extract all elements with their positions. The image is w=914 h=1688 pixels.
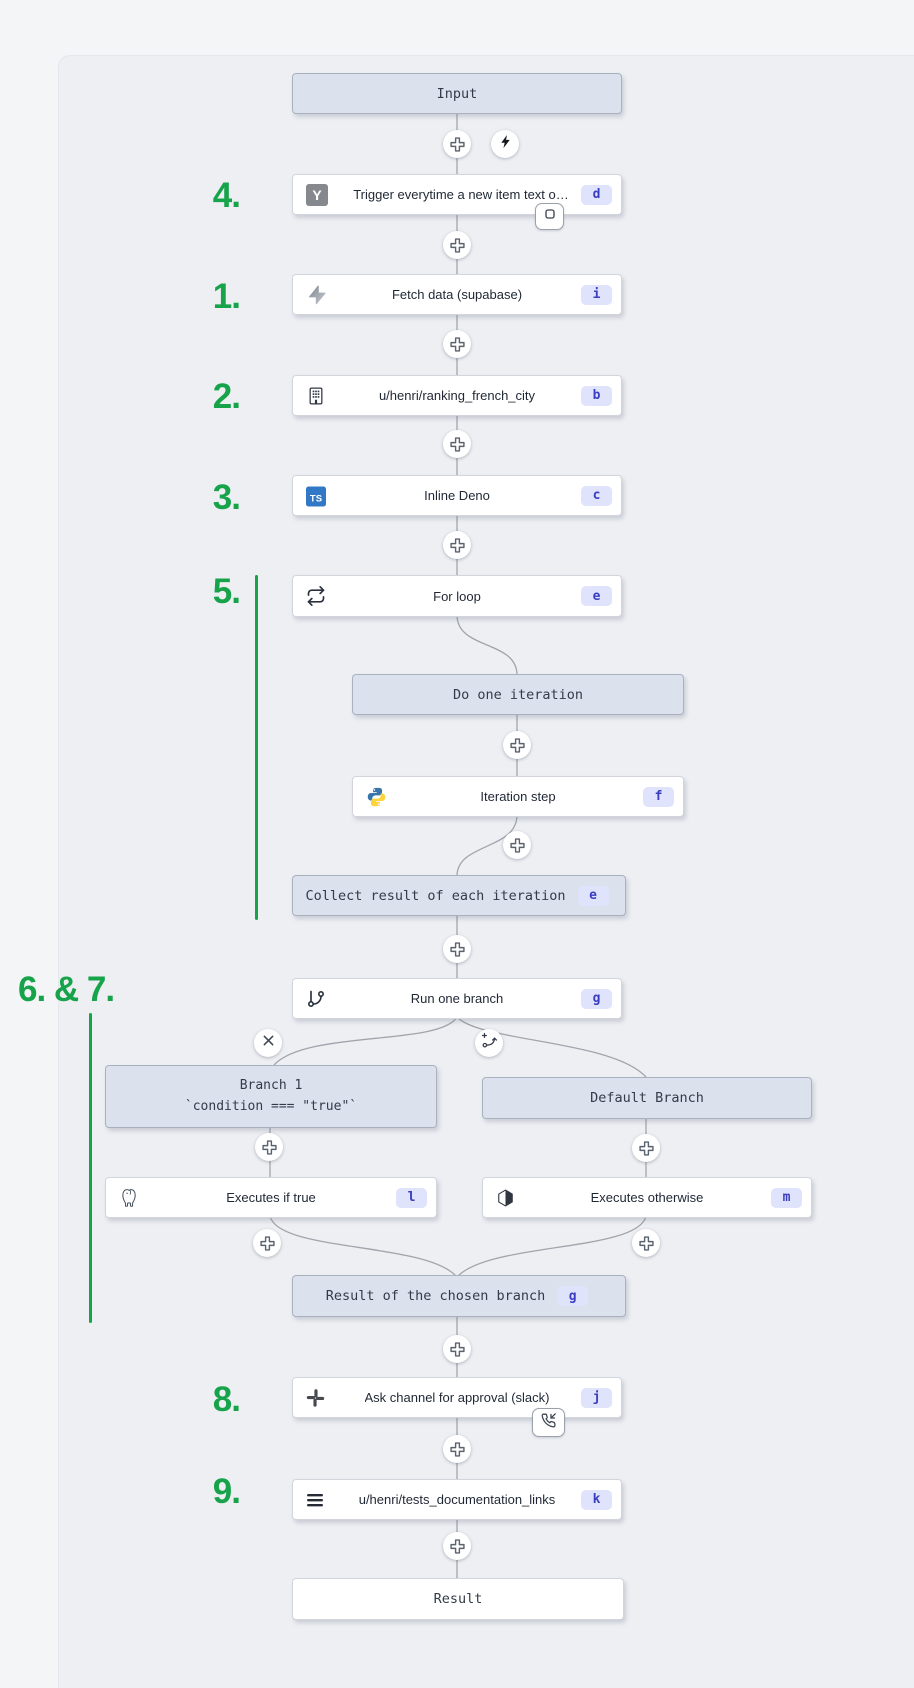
result-node-label: Result	[433, 1591, 483, 1607]
step-id-badge: f	[643, 786, 674, 807]
tests-docs-label: u/henri/tests_documentation_links	[358, 1492, 556, 1507]
ask-approval-step-node[interactable]: Ask channel for approval (slack) j	[292, 1377, 622, 1418]
add-step-button[interactable]	[443, 130, 471, 158]
square-stop-icon	[542, 206, 558, 227]
add-step-button[interactable]	[632, 1229, 660, 1257]
bolt-icon	[498, 134, 513, 154]
supabase-icon	[306, 284, 327, 305]
add-step-button[interactable]	[443, 1532, 471, 1560]
inline-deno-step-node[interactable]: TS Inline Deno c	[292, 475, 622, 516]
add-step-button[interactable]	[443, 935, 471, 963]
branch-1-node[interactable]: Branch 1 `condition === "true"`	[105, 1065, 437, 1128]
ranking-script-step-label: u/henri/ranking_french_city	[378, 388, 536, 403]
add-step-button[interactable]	[443, 1335, 471, 1363]
run-one-branch-label: Run one branch	[410, 991, 504, 1006]
step-number-9: 9.	[212, 1472, 241, 1511]
branch-add-icon	[481, 1032, 498, 1054]
fetch-data-step-label: Fetch data (supabase)	[391, 287, 523, 302]
add-step-button[interactable]	[253, 1229, 281, 1257]
trigger-bolt-button[interactable]	[491, 130, 519, 158]
cube-icon	[496, 1188, 515, 1207]
typescript-icon: TS	[306, 485, 327, 506]
list-icon	[306, 1492, 325, 1508]
building-icon	[306, 386, 326, 406]
step-id-badge: e	[577, 885, 609, 906]
default-branch-label: Default Branch	[590, 1090, 704, 1106]
add-step-button[interactable]	[255, 1133, 283, 1161]
collect-result-label: Collect result of each iteration	[305, 887, 566, 904]
hackernews-y-icon: Y	[306, 183, 328, 206]
python-icon	[366, 786, 387, 807]
add-step-button[interactable]	[443, 430, 471, 458]
step-id-badge: l	[396, 1187, 427, 1208]
step-number-2: 2.	[212, 377, 241, 416]
step-number-8: 8.	[212, 1380, 241, 1419]
collect-result-node[interactable]: Collect result of each iteration e	[292, 875, 626, 916]
step-id-badge: j	[581, 1387, 612, 1408]
section-5-line	[255, 575, 258, 920]
step-number-1: 1.	[212, 277, 241, 316]
fetch-data-step-node[interactable]: Fetch data (supabase) i	[292, 274, 622, 315]
result-of-chosen-branch-label: Result of the chosen branch	[325, 1288, 546, 1304]
for-loop-step-node[interactable]: For loop e	[292, 575, 622, 617]
branch-1-condition: `condition === "true"`	[184, 1098, 358, 1114]
input-node-label: Input	[436, 85, 478, 102]
inline-deno-step-label: Inline Deno	[424, 488, 490, 503]
step-id-badge: c	[581, 485, 612, 506]
trigger-step-label: Trigger everytime a new item text o…	[353, 187, 569, 202]
section-6-7-line	[89, 1013, 92, 1323]
input-node[interactable]: Input	[292, 73, 622, 114]
step-number-3: 3.	[212, 478, 241, 517]
executes-if-true-label: Executes if true	[226, 1190, 316, 1205]
add-step-button[interactable]	[632, 1134, 660, 1162]
add-step-button[interactable]	[443, 531, 471, 559]
close-icon	[262, 1034, 275, 1052]
phone-incoming-icon	[540, 1412, 557, 1434]
tests-docs-step-node[interactable]: u/henri/tests_documentation_links k	[292, 1479, 622, 1520]
ask-approval-label: Ask channel for approval (slack)	[364, 1390, 550, 1405]
step-id-badge: i	[581, 284, 612, 305]
repeat-loop-icon	[306, 586, 326, 606]
iteration-step-label: Iteration step	[480, 789, 556, 804]
trigger-step-node[interactable]: Y Trigger everytime a new item text o… d	[292, 174, 622, 215]
step-id-badge: b	[581, 385, 612, 406]
svg-text:TS: TS	[310, 493, 322, 504]
executes-otherwise-label: Executes otherwise	[590, 1190, 704, 1205]
result-node[interactable]: Result	[292, 1578, 624, 1620]
postgresql-icon	[119, 1187, 140, 1208]
step-number-4: 4.	[212, 176, 241, 215]
step-number-5: 5.	[212, 572, 241, 611]
executes-if-true-step-node[interactable]: Executes if true l	[105, 1177, 437, 1218]
add-step-button[interactable]	[443, 330, 471, 358]
step-id-badge: k	[581, 1489, 612, 1510]
add-step-button[interactable]	[503, 831, 531, 859]
do-one-iteration-node[interactable]: Do one iteration	[352, 674, 684, 715]
default-branch-node[interactable]: Default Branch	[482, 1077, 812, 1119]
iteration-step-node[interactable]: Iteration step f	[352, 776, 684, 817]
step-id-badge: g	[581, 988, 612, 1009]
remove-branch-button[interactable]	[254, 1029, 282, 1057]
ranking-script-step-node[interactable]: u/henri/ranking_french_city b	[292, 375, 622, 416]
step-id-badge: e	[581, 586, 612, 606]
add-step-button[interactable]	[503, 731, 531, 759]
suspend-approval-button[interactable]	[532, 1408, 565, 1437]
svg-text:Y: Y	[312, 187, 322, 203]
step-id-badge: m	[771, 1187, 802, 1208]
do-one-iteration-label: Do one iteration	[452, 686, 584, 703]
step-number-6-7: 6. & 7.	[18, 970, 115, 1009]
early-stop-button[interactable]	[535, 203, 564, 230]
slack-icon	[306, 1388, 325, 1407]
step-id-badge: d	[581, 184, 612, 205]
for-loop-step-label: For loop	[433, 588, 481, 604]
run-one-branch-step-node[interactable]: Run one branch g	[292, 978, 622, 1019]
branch-1-label: Branch 1	[239, 1078, 303, 1094]
executes-otherwise-step-node[interactable]: Executes otherwise m	[482, 1177, 812, 1218]
step-id-badge: g	[557, 1286, 589, 1306]
add-step-button[interactable]	[443, 1435, 471, 1463]
add-step-button[interactable]	[443, 231, 471, 259]
git-branch-icon	[306, 989, 326, 1009]
add-branch-button[interactable]	[475, 1029, 503, 1057]
result-of-chosen-branch-node[interactable]: Result of the chosen branch g	[292, 1275, 626, 1317]
